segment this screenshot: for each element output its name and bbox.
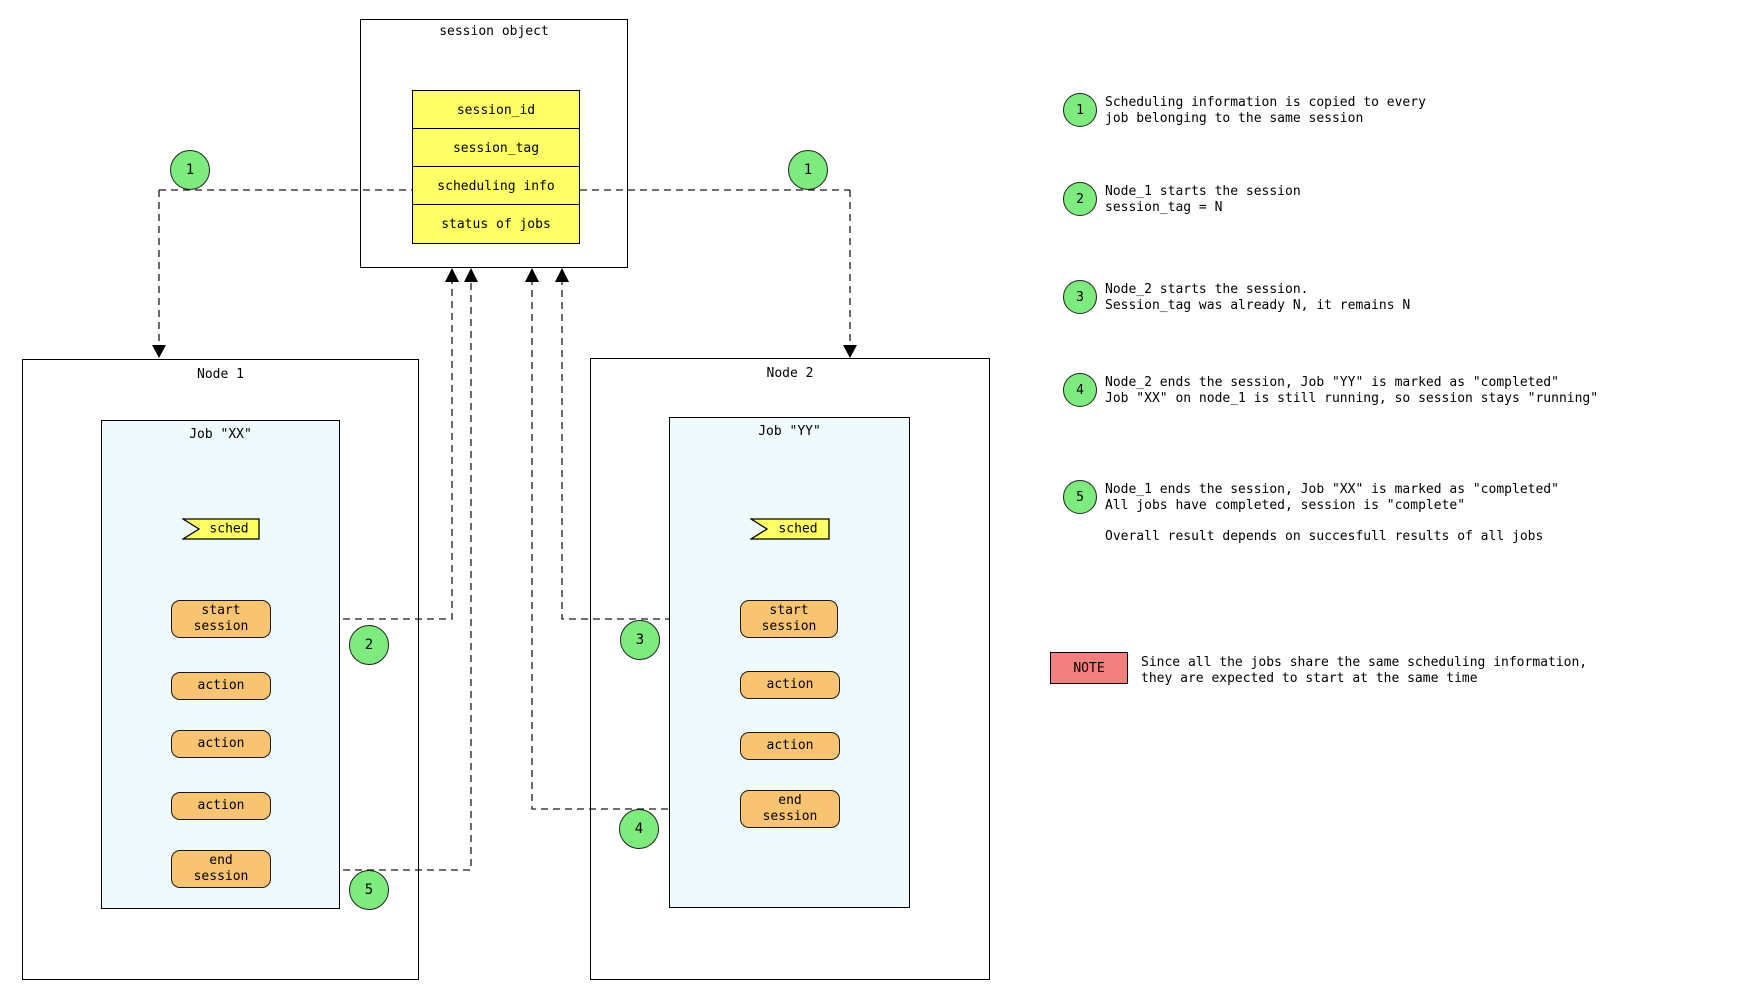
legend-text-1: Scheduling information is copied to ever… [1105,95,1426,126]
job-xx-step-action-3: action [171,792,271,820]
arrowhead-up-2 [464,268,478,282]
note-box: NOTE [1050,652,1128,684]
legend-text-4: Node_2 ends the session, Job "YY" is mar… [1105,375,1599,406]
session-field-scheduling-info: scheduling info [412,166,580,206]
legend-text-2: Node_1 starts the session session_tag = … [1105,184,1301,215]
job-xx-box [101,420,340,909]
legend-text-3: Node_2 starts the session. Session_tag w… [1105,282,1411,313]
flag-shape [748,518,830,540]
arrowhead-up-1 [445,268,459,282]
step-badge-5: 5 [349,870,389,910]
note-text: Since all the jobs share the same schedu… [1141,655,1588,686]
arrowhead-up-4 [555,268,569,282]
job-xx-sched-flag: sched [180,518,260,540]
legend-text-5: Node_1 ends the session, Job "XX" is mar… [1105,482,1559,513]
legend-badge-4: 4 [1063,373,1097,407]
step-badge-2: 2 [349,625,389,665]
session-field-session-tag: session_tag [412,128,580,168]
arrowhead-up-3 [525,268,539,282]
job-yy-step-action-1: action [740,671,840,699]
session-field-status-of-jobs: status of jobs [412,204,580,244]
job-xx-sched-label: sched [209,521,249,537]
job-yy-step-end-session: end session [740,790,840,828]
job-xx-title: Job "XX" [189,427,252,442]
step-badge-1-left: 1 [170,150,210,190]
job-yy-sched-label: sched [778,521,818,537]
legend-badge-2: 2 [1063,182,1097,216]
legend-badge-1: 1 [1063,93,1097,127]
node2-title: Node 2 [766,366,814,381]
job-yy-sched-flag: sched [748,518,830,540]
job-xx-step-action-2: action [171,730,271,758]
legend-badge-5: 5 [1063,480,1097,514]
step-badge-4: 4 [619,809,659,849]
node1-box [22,359,419,980]
job-xx-step-action-1: action [171,672,271,700]
job-yy-box [669,417,910,908]
dashed-node2-end-up [531,276,740,810]
step-badge-3: 3 [620,620,660,660]
legend-badge-3: 3 [1063,280,1097,314]
dashed-arrowheads [152,268,857,358]
job-yy-step-start-session: start session [740,600,838,638]
session-object-title: session object [439,24,549,39]
session-object-box [360,19,628,268]
node2-box [590,358,990,980]
job-yy-step-action-2: action [740,732,840,760]
arrowhead-node2 [843,345,857,358]
job-xx-step-end-session: end session [171,850,271,888]
session-field-session-id: session_id [412,90,580,130]
legend-overall-note: Overall result depends on succesfull res… [1105,529,1544,544]
job-yy-title: Job "YY" [758,424,821,439]
arrowhead-node1 [152,345,166,358]
job-xx-step-start-session: start session [171,600,271,638]
node1-title: Node 1 [197,367,244,382]
step-badge-1-right: 1 [788,150,828,190]
flag-shape [180,518,260,540]
